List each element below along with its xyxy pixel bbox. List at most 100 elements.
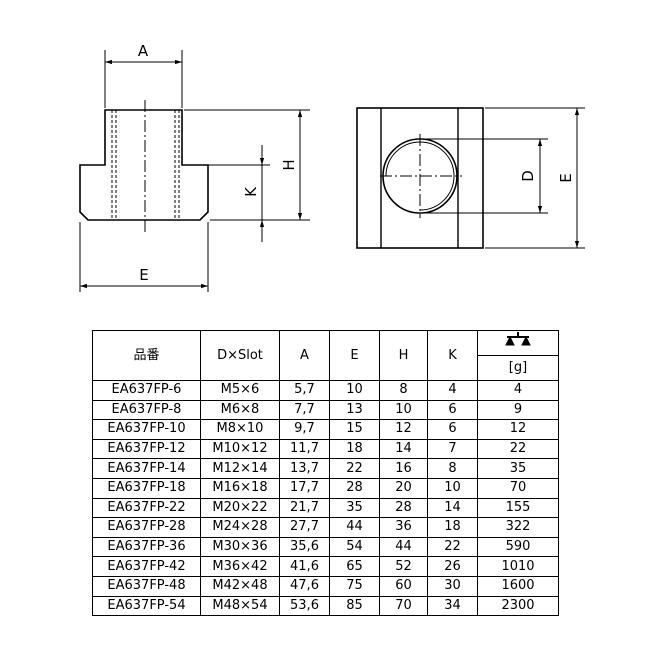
cell-a: 53,6 xyxy=(279,595,330,617)
top-view: D E xyxy=(356,107,585,249)
cell-a: 11,7 xyxy=(279,438,330,460)
header-d-slot: D×Slot xyxy=(200,330,280,381)
cell-h: 70 xyxy=(379,595,428,617)
cell-h: 8 xyxy=(379,380,428,401)
cell-part-no: EA637FP-54 xyxy=(92,595,201,617)
cell-part-no: EA637FP-22 xyxy=(92,497,201,519)
cell-d-slot: M36×42 xyxy=(200,556,280,577)
cell-a: 35,6 xyxy=(279,536,330,558)
cell-part-no: EA637FP-18 xyxy=(92,477,201,499)
cell-part-no: EA637FP-36 xyxy=(92,536,201,558)
cell-a: 9,7 xyxy=(279,419,330,440)
cell-k: 8 xyxy=(427,458,478,479)
cell-e: 65 xyxy=(329,556,380,577)
cell-weight: 12 xyxy=(477,419,559,440)
cell-part-no: EA637FP-42 xyxy=(92,556,201,577)
header-weight-unit: [g] xyxy=(477,355,559,381)
cell-d-slot: M24×28 xyxy=(200,517,280,538)
cell-weight: 4 xyxy=(477,380,559,401)
header-part-no: 品番 xyxy=(92,330,201,381)
cell-d-slot: M6×8 xyxy=(200,399,280,421)
cell-d-slot: M42×48 xyxy=(200,575,280,597)
cell-d-slot: M5×6 xyxy=(200,380,280,401)
header-k: K xyxy=(427,330,478,381)
cell-part-no: EA637FP-48 xyxy=(92,575,201,597)
cell-e: 22 xyxy=(329,458,380,479)
cell-weight: 322 xyxy=(477,517,559,538)
cell-d-slot: M8×10 xyxy=(200,419,280,440)
cell-e: 10 xyxy=(329,380,380,401)
cell-e: 75 xyxy=(329,575,380,597)
dim-d-label: D xyxy=(519,170,537,182)
cell-k: 22 xyxy=(427,536,478,558)
cell-a: 17,7 xyxy=(279,477,330,499)
cell-weight: 155 xyxy=(477,497,559,519)
cell-h: 16 xyxy=(379,458,428,479)
cell-k: 7 xyxy=(427,438,478,460)
header-e: E xyxy=(329,330,380,381)
cell-h: 60 xyxy=(379,575,428,597)
cell-h: 28 xyxy=(379,497,428,519)
scale-icon xyxy=(477,330,559,356)
cell-part-no: EA637FP-14 xyxy=(92,458,201,479)
cell-k: 14 xyxy=(427,497,478,519)
cell-d-slot: M12×14 xyxy=(200,458,280,479)
cell-k: 4 xyxy=(427,380,478,401)
cell-weight: 590 xyxy=(477,536,559,558)
cell-k: 18 xyxy=(427,517,478,538)
cell-e: 13 xyxy=(329,399,380,421)
cell-weight: 70 xyxy=(477,477,559,499)
cell-weight: 1010 xyxy=(477,556,559,577)
cell-h: 10 xyxy=(379,399,428,421)
cell-weight: 1600 xyxy=(477,575,559,597)
cell-a: 41,6 xyxy=(279,556,330,577)
cell-d-slot: M30×36 xyxy=(200,536,280,558)
cell-d-slot: M16×18 xyxy=(200,477,280,499)
cell-weight: 9 xyxy=(477,399,559,421)
cell-weight: 22 xyxy=(477,438,559,460)
cell-e: 85 xyxy=(329,595,380,617)
cell-d-slot: M48×54 xyxy=(200,595,280,617)
cell-h: 36 xyxy=(379,517,428,538)
dim-k-label: K xyxy=(242,186,260,197)
cell-h: 44 xyxy=(379,536,428,558)
cell-h: 14 xyxy=(379,438,428,460)
cell-k: 6 xyxy=(427,399,478,421)
cell-k: 10 xyxy=(427,477,478,499)
cell-weight: 35 xyxy=(477,458,559,479)
cell-a: 5,7 xyxy=(279,380,330,401)
cell-h: 20 xyxy=(379,477,428,499)
header-h: H xyxy=(379,330,428,381)
cell-a: 7,7 xyxy=(279,399,330,421)
technical-drawing: A H K E D E xyxy=(79,42,585,292)
side-view: A H K E xyxy=(79,42,310,292)
cell-part-no: EA637FP-8 xyxy=(92,399,201,421)
cell-e: 28 xyxy=(329,477,380,499)
cell-weight: 2300 xyxy=(477,595,559,617)
dim-h-label: H xyxy=(280,159,298,170)
table-header: 品番 D×Slot A E H K xyxy=(92,330,559,381)
cell-part-no: EA637FP-10 xyxy=(92,419,201,440)
dim-e-right-label: E xyxy=(557,173,575,182)
cell-e: 18 xyxy=(329,438,380,460)
header-a: A xyxy=(279,330,330,381)
cell-a: 21,7 xyxy=(279,497,330,519)
cell-e: 15 xyxy=(329,419,380,440)
cell-a: 13,7 xyxy=(279,458,330,479)
dim-a-label: A xyxy=(138,42,149,60)
cell-k: 34 xyxy=(427,595,478,617)
dim-e-label: E xyxy=(139,266,148,284)
cell-h: 12 xyxy=(379,419,428,440)
cell-part-no: EA637FP-6 xyxy=(92,380,201,401)
cell-part-no: EA637FP-12 xyxy=(92,438,201,460)
